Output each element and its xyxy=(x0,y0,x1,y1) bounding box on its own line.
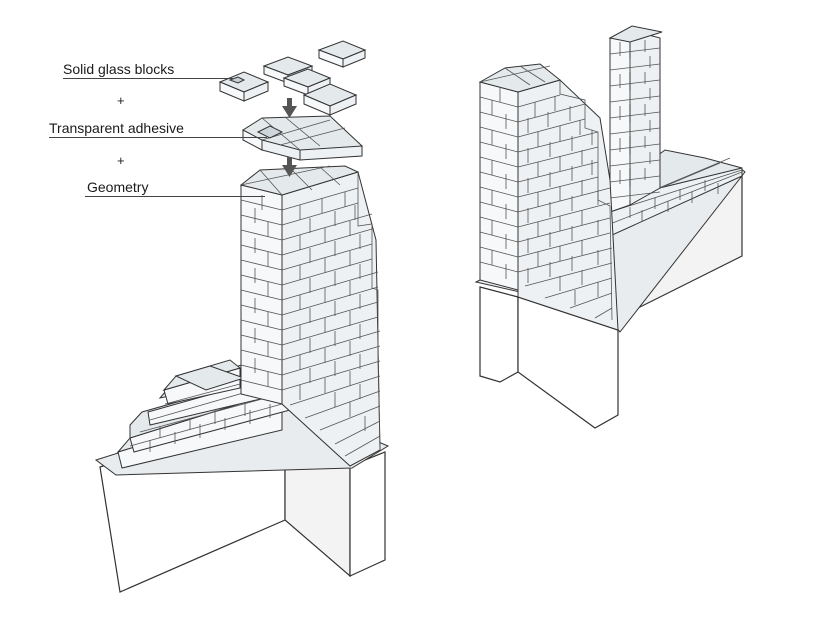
left-wall-assembly xyxy=(94,40,390,593)
label-geometry: Geometry xyxy=(87,179,149,195)
right-base-wall-left xyxy=(479,286,519,383)
leader-line-transparent-adhesive xyxy=(49,137,267,138)
left-tall-column xyxy=(239,165,381,467)
plus-sign-2: + xyxy=(117,153,125,168)
left-low-block-run xyxy=(116,359,292,469)
leader-line-solid-glass-blocks xyxy=(63,78,233,79)
down-arrow-icon xyxy=(282,157,297,177)
leader-line-geometry xyxy=(85,196,265,197)
loose-glass-blocks xyxy=(218,40,367,116)
label-transparent-adhesive: Transparent adhesive xyxy=(49,120,184,136)
plus-sign-1: + xyxy=(117,93,125,108)
left-base-wall-side xyxy=(349,451,386,577)
right-front-block-mass xyxy=(478,63,619,331)
down-arrow-icon xyxy=(282,98,297,118)
right-wall-assembly xyxy=(474,25,746,429)
adhesive-layer xyxy=(242,115,364,161)
right-tall-column xyxy=(608,25,663,213)
label-solid-glass-blocks: Solid glass blocks xyxy=(63,61,175,77)
